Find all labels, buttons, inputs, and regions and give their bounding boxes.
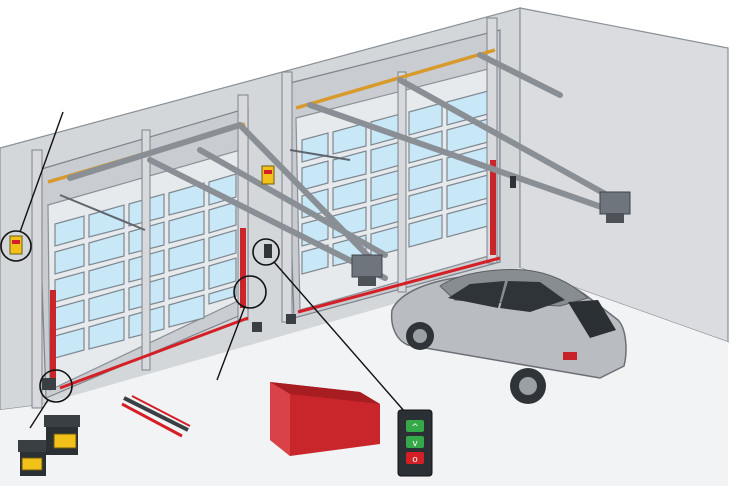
- leader-safety-edge: [216, 305, 246, 381]
- left-door-seal-right: [240, 228, 246, 308]
- wall-station-up-button: ^: [411, 423, 419, 433]
- leader-warning-label: [19, 111, 64, 233]
- left-door-windows: [54, 173, 237, 359]
- left-operator: [351, 254, 383, 286]
- right-torsion-spring: [295, 48, 496, 110]
- center-photo-eye-icon: [252, 322, 262, 332]
- wall-station-down-button: v: [412, 439, 418, 449]
- leader-wall-station: [273, 261, 406, 413]
- left-door-photo-beam: [59, 316, 249, 390]
- safety-mat-icon: [270, 382, 380, 456]
- wall-station-control: ^ v o: [397, 409, 433, 477]
- photo-eye-kit-icon: [18, 415, 80, 476]
- right-wall-sensor-icon: [510, 176, 516, 188]
- callout-wall-station: [252, 238, 280, 266]
- left-photo-eye-icon: [42, 378, 56, 390]
- left-door-seal-left: [50, 290, 56, 390]
- wall-station-stop-button: o: [412, 455, 418, 465]
- right-door-seal: [490, 160, 496, 255]
- leader-photo-eye: [29, 399, 49, 429]
- callout-photo-eye: [39, 369, 73, 403]
- warning-label-icon: [9, 235, 23, 255]
- right-door-photo-beam: [297, 256, 501, 314]
- car: [390, 269, 627, 404]
- warning-label-center-icon: [261, 165, 275, 185]
- overhead-tracks: [59, 52, 628, 281]
- right-operator: [599, 191, 631, 223]
- safety-edge-strip-icon: [121, 395, 191, 438]
- wall-station-mount-icon: [264, 244, 272, 258]
- callout-safety-edge: [233, 275, 267, 309]
- callout-warning-label: [0, 230, 32, 262]
- right-photo-eye-icon: [286, 314, 296, 324]
